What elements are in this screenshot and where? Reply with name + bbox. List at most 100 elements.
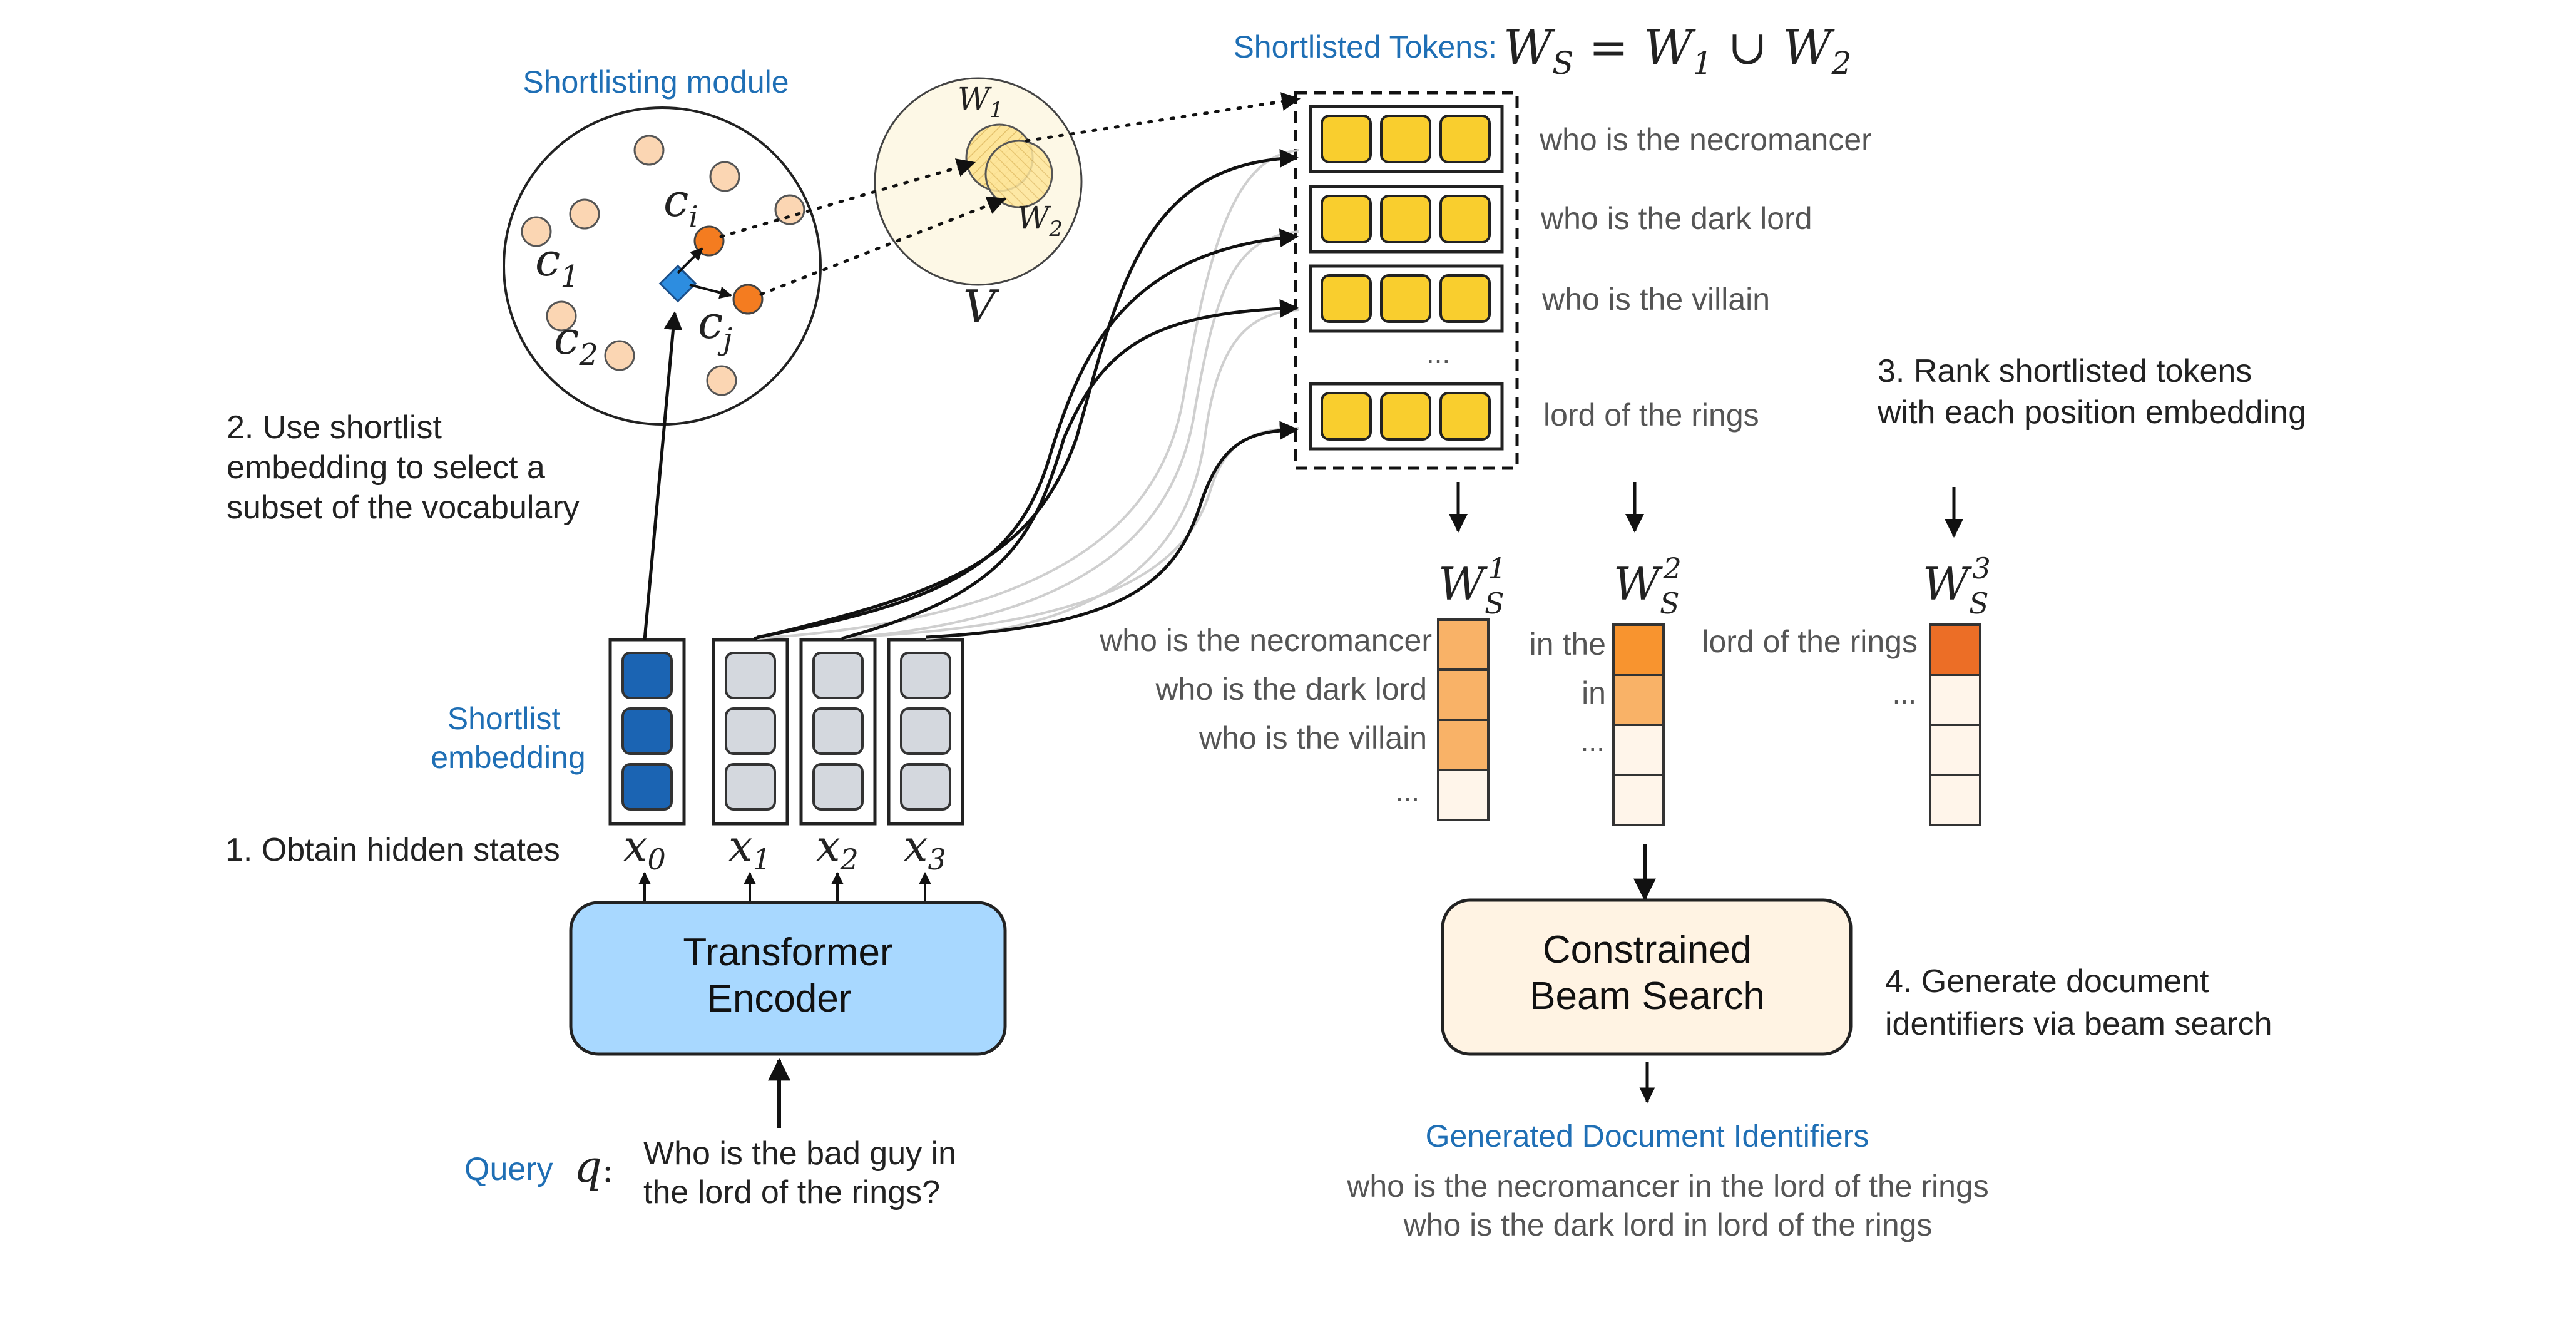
hidden-state-labels: x0 x1 x2 x3	[623, 822, 946, 876]
query-label: Query	[464, 1151, 553, 1187]
transformer-encoder	[569, 901, 1007, 1056]
label-w1: W1	[958, 81, 1003, 123]
token-cell	[1321, 392, 1372, 441]
generated-line-1: who is the necromancer in the lord of th…	[1346, 1169, 1989, 1204]
hidden-cell	[900, 652, 951, 699]
rank3-label-2: ...	[1893, 677, 1916, 710]
encoder-output-arrows	[638, 872, 931, 901]
rank-column-ws3	[1929, 623, 1981, 826]
token-cell	[1380, 392, 1431, 441]
hidden-column-x1	[712, 638, 789, 826]
label-x3: x3	[904, 822, 946, 876]
rank-cell	[1612, 623, 1665, 676]
token-cell	[1439, 195, 1491, 243]
token-label-2: who is the dark lord	[1540, 201, 1812, 236]
token-row-2	[1309, 185, 1504, 254]
rank-columns	[1437, 618, 1981, 826]
step3-text: 3. Rank shortlisted tokens with each pos…	[1877, 353, 2306, 431]
generated-title: Generated Document Identifiers	[1426, 1119, 1869, 1154]
label-c-1: c1	[535, 233, 580, 294]
token-label-1: who is the necromancer	[1539, 122, 1872, 157]
hidden-cell	[621, 763, 673, 811]
rank-col1-labels: who is the necromancer who is the dark l…	[1099, 623, 1432, 807]
label-c-i: ci	[663, 174, 698, 235]
token-cell	[1380, 274, 1431, 323]
hidden-cell	[725, 652, 776, 699]
beam-label-line1: Constrained	[1543, 928, 1752, 971]
rank-column-ws2	[1612, 623, 1665, 826]
shortlist-formula: WS = W1 ∪ W2	[1503, 19, 1851, 81]
hidden-state-columns	[608, 638, 964, 826]
ws3-label: WS3	[1923, 551, 1991, 620]
cluster-space-circle	[503, 106, 822, 426]
token-cell	[1321, 274, 1372, 323]
rank1-label-2: who is the dark lord	[1155, 672, 1427, 707]
query-text: Who is the bad guy in the lord of the ri…	[643, 1135, 966, 1211]
rank2-label-3: ...	[1581, 725, 1605, 757]
token-label-4: lord of the rings	[1543, 397, 1759, 433]
rank-col3-labels: lord of the rings ...	[1702, 624, 1918, 710]
label-x1: x1	[728, 822, 771, 876]
rank-down-arrows	[1449, 482, 1963, 538]
rank-cell	[1929, 724, 1981, 776]
token-cell	[1380, 115, 1431, 163]
hidden-cell	[812, 707, 864, 755]
hidden-column-x3	[887, 638, 964, 826]
hidden-cell	[900, 763, 951, 811]
hidden-cell	[812, 652, 864, 699]
rank1-label-4: ...	[1396, 775, 1419, 807]
rank-column-ws1	[1437, 618, 1490, 821]
dotted-arrow-to-shortlist	[1025, 92, 1301, 143]
shortlist-token-rows	[1309, 105, 1504, 451]
hidden-cell	[900, 707, 951, 755]
encoder-label-line2: Encoder	[707, 977, 852, 1020]
step4-text: 4. Generate document identifiers via bea…	[1885, 963, 2272, 1042]
token-cell	[1321, 115, 1372, 163]
shortlisted-tokens-title: Shortlisted Tokens:	[1233, 29, 1497, 64]
token-row-3	[1309, 264, 1504, 333]
query-var: q:	[574, 1141, 614, 1192]
step1-text: 1. Obtain hidden states	[225, 832, 560, 868]
hidden-column-shortlist	[608, 638, 686, 826]
arrow-to-cj	[689, 284, 732, 299]
label-c-j: cj	[698, 296, 732, 357]
label-x2: x2	[816, 822, 859, 876]
hidden-cell	[621, 652, 673, 699]
hidden-cell	[725, 763, 776, 811]
token-label-3: who is the villain	[1541, 282, 1770, 317]
label-c-2: c2	[554, 312, 598, 372]
rank2-label-1: in the	[1530, 627, 1606, 662]
label-x0: x0	[623, 822, 666, 876]
w2-subset	[984, 140, 1053, 208]
connection-curves	[754, 148, 1299, 640]
encoder-label-line1: Transformer	[683, 931, 892, 974]
rank-cell	[1929, 623, 1981, 676]
token-cell	[1380, 195, 1431, 243]
hidden-cell	[621, 707, 673, 755]
beam-label-line2: Beam Search	[1530, 975, 1765, 1018]
hidden-cell	[812, 763, 864, 811]
hidden-cell	[725, 707, 776, 755]
centroid-cj	[732, 284, 764, 315]
rank2-label-2: in	[1582, 675, 1606, 710]
centroid-points	[521, 135, 805, 396]
rank3-label-1: lord of the rings	[1702, 624, 1918, 659]
dotted-arrow-cj-w2	[759, 196, 1006, 296]
dotted-arrow-ci-w1	[719, 158, 976, 238]
ws2-label: WS2	[1613, 551, 1682, 620]
step2-text: 2. Use shortlist embedding to select a s…	[227, 409, 580, 526]
rank-cell	[1929, 774, 1981, 826]
token-ellipsis: ...	[1426, 337, 1450, 369]
rank-cell	[1612, 674, 1665, 726]
shortlisted-tokens-container	[1294, 91, 1519, 470]
token-row-4	[1309, 382, 1504, 451]
rank-cell	[1437, 769, 1490, 821]
token-cell	[1439, 274, 1491, 323]
rank1-label-3: who is the villain	[1199, 720, 1427, 756]
token-cell	[1321, 195, 1372, 243]
token-cell	[1439, 115, 1491, 163]
arrow-shortlist-to-space	[643, 311, 683, 640]
rank-cell	[1437, 719, 1490, 771]
hidden-column-x2	[799, 638, 877, 826]
